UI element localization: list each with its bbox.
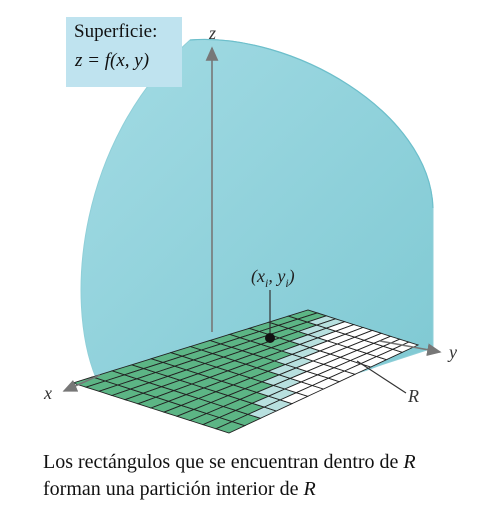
surface-rim xyxy=(189,38,434,209)
z-axis-label: z xyxy=(208,23,216,43)
surface-label-formula: z = f(x, y) xyxy=(75,50,150,71)
x-axis-label: x xyxy=(43,383,52,403)
region-label: R xyxy=(407,386,419,406)
y-axis xyxy=(379,340,442,356)
y-axis-label: y xyxy=(447,342,457,362)
partition-grid xyxy=(71,309,420,434)
caption-line-2: forman una partición interior de R xyxy=(43,478,316,500)
surface-label-title: Superficie: xyxy=(74,21,158,42)
caption-line-1: Los rectángulos que se encuentran dentro… xyxy=(43,451,416,473)
x-axis xyxy=(62,374,101,392)
region-leader xyxy=(356,360,407,394)
surface-label-box: Superficie: z = f(x, y) xyxy=(66,17,182,87)
sample-point xyxy=(265,333,275,343)
point-label: (xi, yi) xyxy=(251,266,295,290)
